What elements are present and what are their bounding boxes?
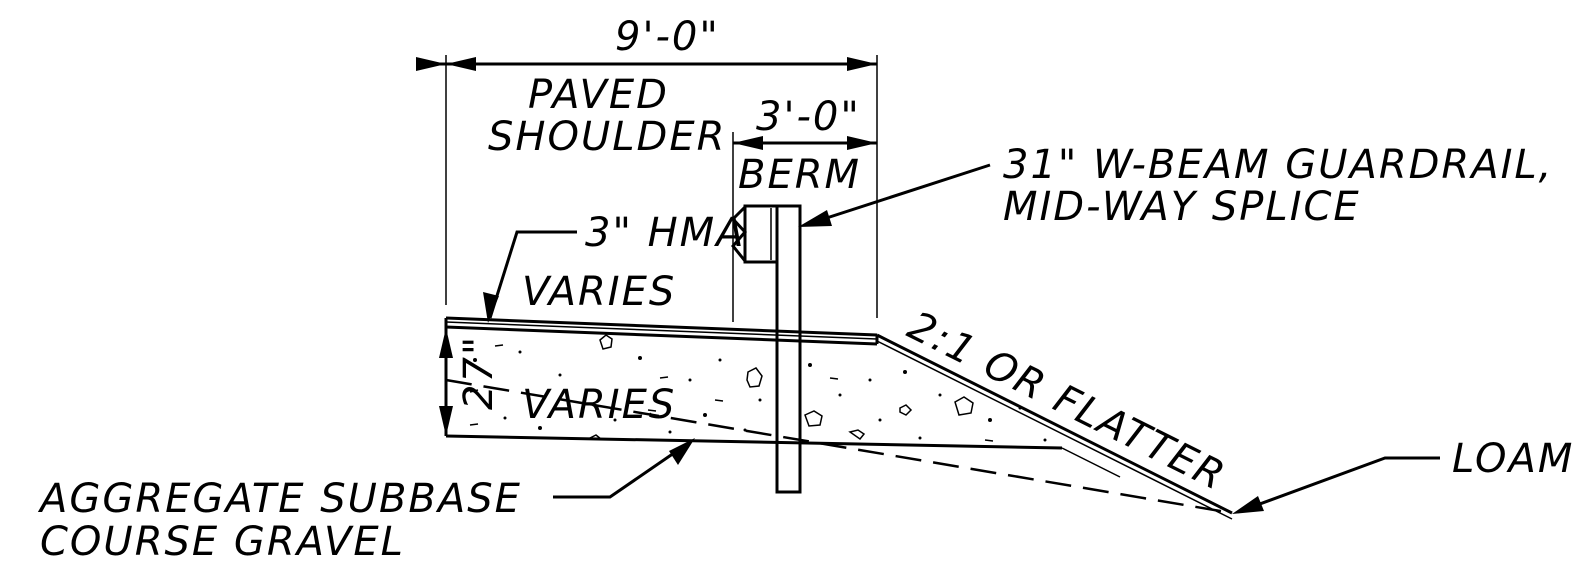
hma-layer <box>444 316 879 346</box>
berm-label: BERM <box>738 152 861 198</box>
slope-line <box>876 333 1233 515</box>
shoulder-label: SHOULDER <box>488 114 726 160</box>
arrowhead-right <box>847 57 877 71</box>
guardrail-label-1: 31" W-BEAM GUARDRAIL, <box>1003 142 1553 188</box>
arrowhead-depth-bottom <box>439 406 453 436</box>
subbase-leader <box>553 440 691 499</box>
hma-arrowhead <box>483 292 499 323</box>
guardrail-post <box>775 204 802 494</box>
guardrail-leader <box>804 163 991 227</box>
hma-label: 3" HMA <box>585 210 746 256</box>
subbase-label-2: COURSE GRAVEL <box>40 519 405 565</box>
guardrail-blockout <box>743 204 779 264</box>
subbase-bottom-line <box>445 434 1063 450</box>
subbase-label-1: AGGREGATE SUBBASE <box>37 476 522 522</box>
arrowhead-left <box>446 57 476 71</box>
varies-label-mid: VARIES <box>522 382 676 428</box>
guardrail-assembly <box>730 204 802 494</box>
depth-label: 27" <box>456 335 502 410</box>
paved-label: PAVED <box>528 72 669 118</box>
arrowhead-berm-right <box>847 136 877 150</box>
loam-line <box>876 340 1233 520</box>
dimension-berm: 3'-0" <box>732 94 877 322</box>
dimension-depth: 27" <box>439 328 502 436</box>
loam-label: LOAM <box>1452 436 1574 482</box>
subbase-dashed-line <box>445 378 1233 515</box>
arrowhead-depth-top <box>439 328 453 358</box>
arrowhead-berm-left <box>733 136 763 150</box>
dimension-overall: 9'-0" <box>416 14 878 318</box>
loam-arrowhead <box>1232 496 1264 514</box>
aggregate-texture <box>469 334 1047 442</box>
dimension-label-berm: 3'-0" <box>756 94 861 140</box>
side-slope <box>876 333 1233 520</box>
arrowhead-left-outer <box>416 57 446 71</box>
subbase-arrowhead <box>669 438 695 465</box>
w-beam-rail <box>730 205 748 262</box>
dimension-label-overall: 9'-0" <box>615 14 720 60</box>
hma-leader <box>488 230 577 319</box>
varies-label-top: VARIES <box>522 269 676 315</box>
guardrail-arrowhead <box>798 210 832 227</box>
slope-label: 2:1 OR FLATTER <box>901 303 1233 500</box>
guardrail-label-2: MID-WAY SPLICE <box>1003 184 1361 230</box>
loam-leader <box>1237 456 1440 514</box>
